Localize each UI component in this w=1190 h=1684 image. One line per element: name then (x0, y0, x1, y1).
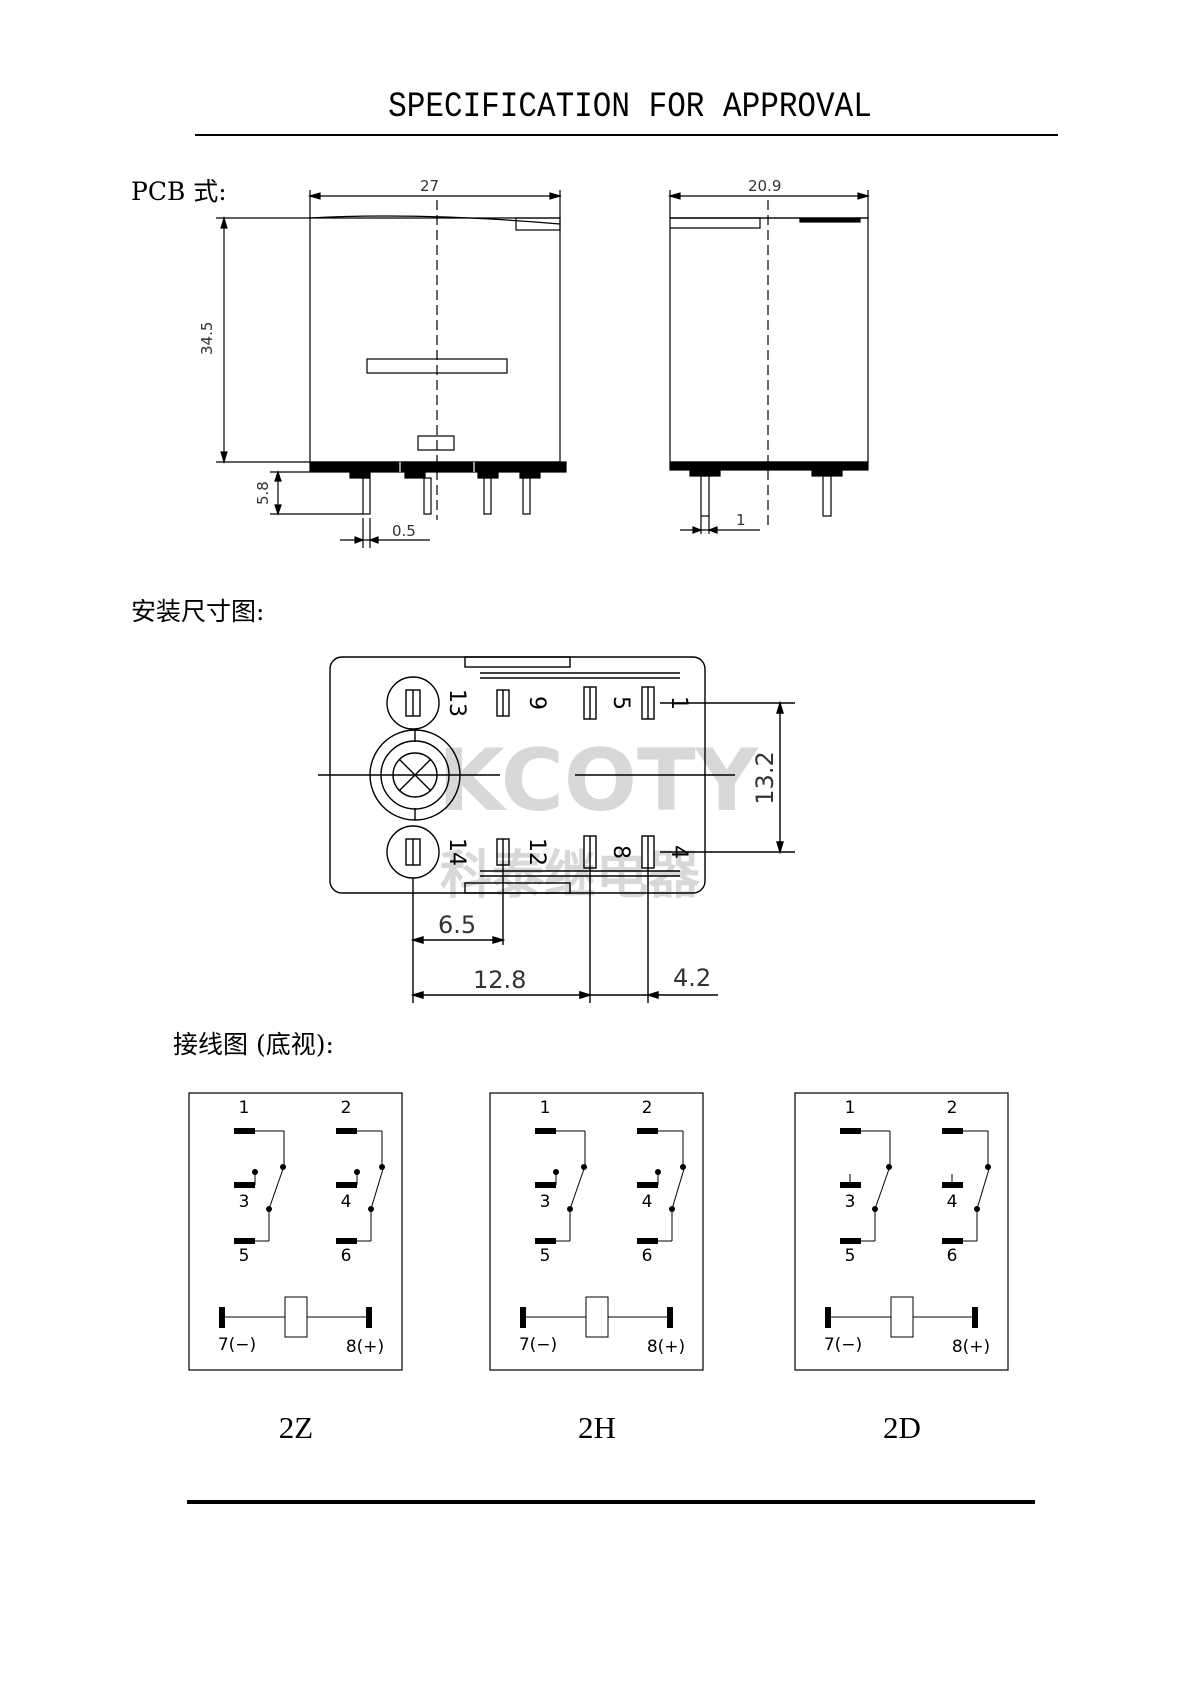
pin-2-label: 2 (947, 1098, 958, 1118)
variant-label-2z: 2Z (278, 1410, 314, 1445)
wiring-section-label: 接线图 (底视): (173, 1030, 334, 1059)
pin-4-label: 4 (341, 1192, 352, 1212)
pin-label-5: 5 (608, 696, 633, 710)
dim-12-8-label: 12.8 (473, 966, 526, 994)
pin-6-label: 6 (642, 1246, 653, 1266)
pin-4-label: 4 (642, 1192, 653, 1212)
front-view (216, 190, 567, 548)
header-rule (195, 134, 1058, 136)
dim-width-label: 27 (420, 177, 439, 195)
pin-3-label: 3 (540, 1192, 551, 1212)
variant-label-2d: 2D (883, 1410, 921, 1445)
wiring-diagram-2z: 1 2 3 4 5 6 7(−) 8(+) (188, 1092, 403, 1371)
pin-5-label: 5 (845, 1246, 856, 1266)
pin-5-label: 5 (540, 1246, 551, 1266)
wiring-diagrams: 1 2 3 4 5 6 7(−) 8(+) 1 2 3 4 5 6 7(−) 8… (188, 1092, 1009, 1371)
footer-rule (187, 1500, 1035, 1504)
pin-label-1: 1 (666, 696, 691, 710)
pin-3-label: 3 (845, 1192, 856, 1212)
pin-8-label: 8(+) (952, 1337, 990, 1357)
side-view (667, 190, 871, 534)
pin-7-label: 7(−) (218, 1335, 256, 1355)
mounting-drawing: KCOTY 科泰继电器 (318, 656, 795, 1003)
pin-1-label: 1 (239, 1098, 250, 1118)
pin-5-label: 5 (239, 1246, 250, 1266)
pin-1-label: 1 (845, 1098, 856, 1118)
pin-label-14: 14 (444, 838, 469, 866)
pin-label-12: 12 (524, 838, 549, 866)
pin-label-8: 8 (608, 845, 633, 859)
pin-7-label: 7(−) (824, 1335, 862, 1355)
pin-8-label: 8(+) (346, 1337, 384, 1357)
watermark-brand: KCOTY (438, 731, 760, 831)
dim-pin-thickness-label: 0.5 (392, 522, 416, 540)
pin-2-label: 2 (642, 1098, 653, 1118)
pin-label-9: 9 (524, 696, 549, 710)
variant-label-2h: 2H (578, 1410, 616, 1445)
wiring-diagram-2h: 1 2 3 4 5 6 7(−) 8(+) (489, 1092, 704, 1371)
pin-6-label: 6 (341, 1246, 352, 1266)
document-title: SPECIFICATION FOR APPROVAL (388, 87, 872, 128)
dim-4-2-label: 4.2 (673, 964, 711, 992)
dim-row-pitch-label: 13.2 (751, 751, 779, 804)
pin-7-label: 7(−) (519, 1335, 557, 1355)
dim-depth-label: 20.9 (748, 177, 781, 195)
pin-3-label: 3 (239, 1192, 250, 1212)
pcb-drawings: 27 34.5 5.8 0.5 20.9 1 (198, 177, 871, 548)
dim-height-label: 34.5 (198, 322, 216, 355)
mounting-section-label: 安装尺寸图: (131, 597, 265, 626)
dim-6-5-label: 6.5 (438, 911, 476, 939)
wiring-diagram-2d: 1 2 3 4 5 6 7(−) 8(+) (794, 1092, 1009, 1371)
pcb-section-label: PCB 式: (131, 177, 227, 206)
dim-pin-offset-label: 1 (736, 511, 746, 529)
pin-label-13: 13 (444, 689, 469, 717)
pin-6-label: 6 (947, 1246, 958, 1266)
pin-8-label: 8(+) (647, 1337, 685, 1357)
dim-pin-length-label: 5.8 (254, 481, 272, 505)
pin-label-4: 4 (666, 845, 691, 859)
pin-1-label: 1 (540, 1098, 551, 1118)
pin-2-label: 2 (341, 1098, 352, 1118)
pin-4-label: 4 (947, 1192, 958, 1212)
